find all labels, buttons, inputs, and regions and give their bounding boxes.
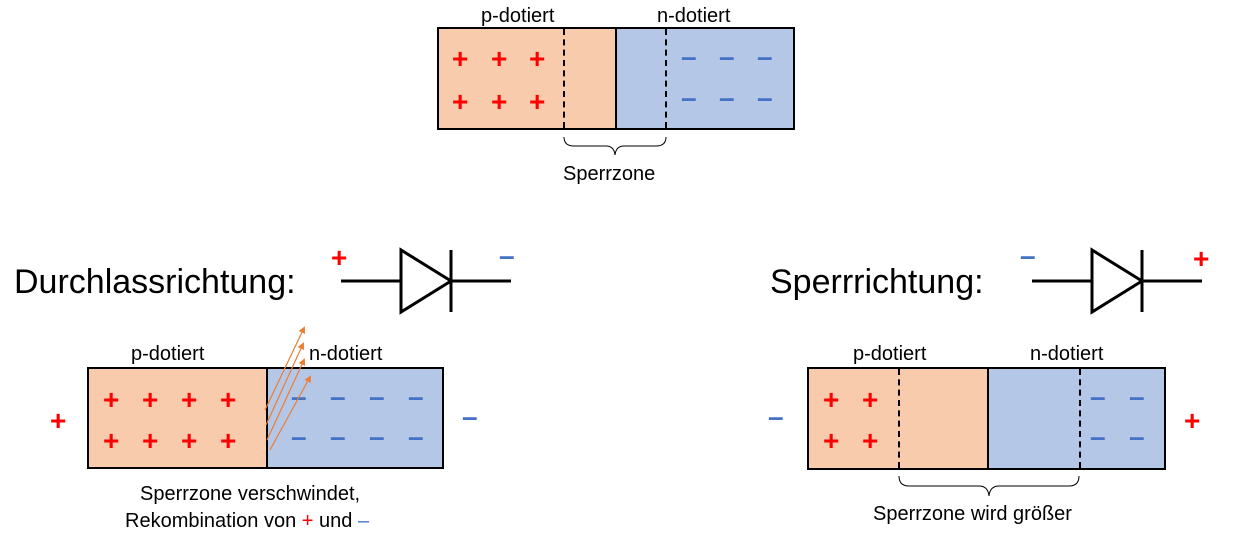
plus-charge: + (862, 384, 879, 415)
reverse-diode-symbol-icon (1032, 247, 1202, 315)
forward-caption-line1: Sperrzone verschwindet, (140, 483, 361, 505)
plus-charge: + (181, 425, 198, 456)
top-n-label: n-dotiert (657, 5, 731, 27)
plus-charge: + (862, 425, 879, 456)
plus-charge: + (491, 86, 508, 117)
forward-diode-symbol-icon (341, 247, 511, 315)
plus-charge: + (103, 384, 120, 415)
recombination-arrows-icon (264, 326, 311, 451)
top-zone-boundary-left (563, 29, 565, 128)
minus-charge: – (291, 421, 307, 452)
minus-charge: – (408, 421, 424, 452)
plus-charge: + (142, 384, 159, 415)
minus-charge: – (330, 381, 346, 412)
minus-charge: – (719, 41, 735, 72)
plus-charge: + (452, 86, 469, 117)
reverse-title: Sperrrichtung: (770, 263, 984, 301)
top-zone-label: Sperrzone (563, 163, 656, 185)
reverse-zone-label: Sperrzone wird größer (873, 503, 1072, 525)
minus-charge: – (719, 82, 735, 113)
reverse-n-region (987, 367, 1166, 470)
top-p-region (437, 27, 617, 130)
plus-charge: + (529, 43, 546, 74)
reverse-diode-anode-sign: – (1020, 240, 1036, 271)
plus-charge: + (220, 425, 237, 456)
forward-right-terminal-sign: – (462, 401, 478, 432)
reverse-n-label: n-dotiert (1030, 343, 1104, 365)
top-p-label: p-dotiert (481, 5, 555, 27)
reverse-zone-brace (898, 475, 1080, 497)
forward-caption-minus: – (357, 510, 370, 532)
minus-charge: – (408, 381, 424, 412)
minus-charge: – (757, 41, 773, 72)
minus-charge: – (1129, 381, 1145, 412)
top-zone-boundary-right (665, 29, 667, 128)
plus-charge: + (181, 384, 198, 415)
plus-charge: + (142, 425, 159, 456)
forward-title: Durchlassrichtung: (14, 263, 296, 301)
forward-n-region (266, 367, 444, 469)
forward-diode-anode-sign: + (331, 242, 348, 273)
minus-charge: – (330, 421, 346, 452)
forward-caption-text-a: Rekombination von (125, 510, 297, 532)
minus-charge: – (681, 41, 697, 72)
top-zone-brace (563, 136, 667, 156)
reverse-left-terminal-sign: – (768, 401, 784, 432)
reverse-zone-boundary-right (1079, 369, 1081, 468)
plus-charge: + (823, 425, 840, 456)
top-n-region (615, 27, 795, 130)
forward-p-label: p-dotiert (131, 343, 205, 365)
minus-charge: – (757, 82, 773, 113)
plus-charge: + (452, 43, 469, 74)
plus-charge: + (103, 425, 120, 456)
plus-charge: + (529, 86, 546, 117)
minus-charge: – (1090, 421, 1106, 452)
reverse-diode-cathode-sign: + (1193, 243, 1210, 274)
reverse-right-terminal-sign: + (1184, 405, 1201, 436)
minus-charge: – (369, 421, 385, 452)
minus-charge: – (369, 381, 385, 412)
forward-left-terminal-sign: + (50, 405, 67, 436)
reverse-zone-boundary-left (898, 369, 900, 468)
plus-charge: + (220, 384, 237, 415)
forward-diode-cathode-sign: – (499, 240, 515, 271)
forward-caption-line2: Rekombination von + und – (125, 511, 369, 531)
minus-charge: – (681, 82, 697, 113)
reverse-p-label: p-dotiert (853, 343, 927, 365)
forward-caption-plus: + (301, 510, 314, 532)
forward-n-label: n-dotiert (309, 343, 383, 365)
plus-charge: + (823, 384, 840, 415)
minus-charge: – (1090, 381, 1106, 412)
plus-charge: + (491, 43, 508, 74)
forward-caption-text-b: und (319, 510, 353, 532)
minus-charge: – (1129, 421, 1145, 452)
